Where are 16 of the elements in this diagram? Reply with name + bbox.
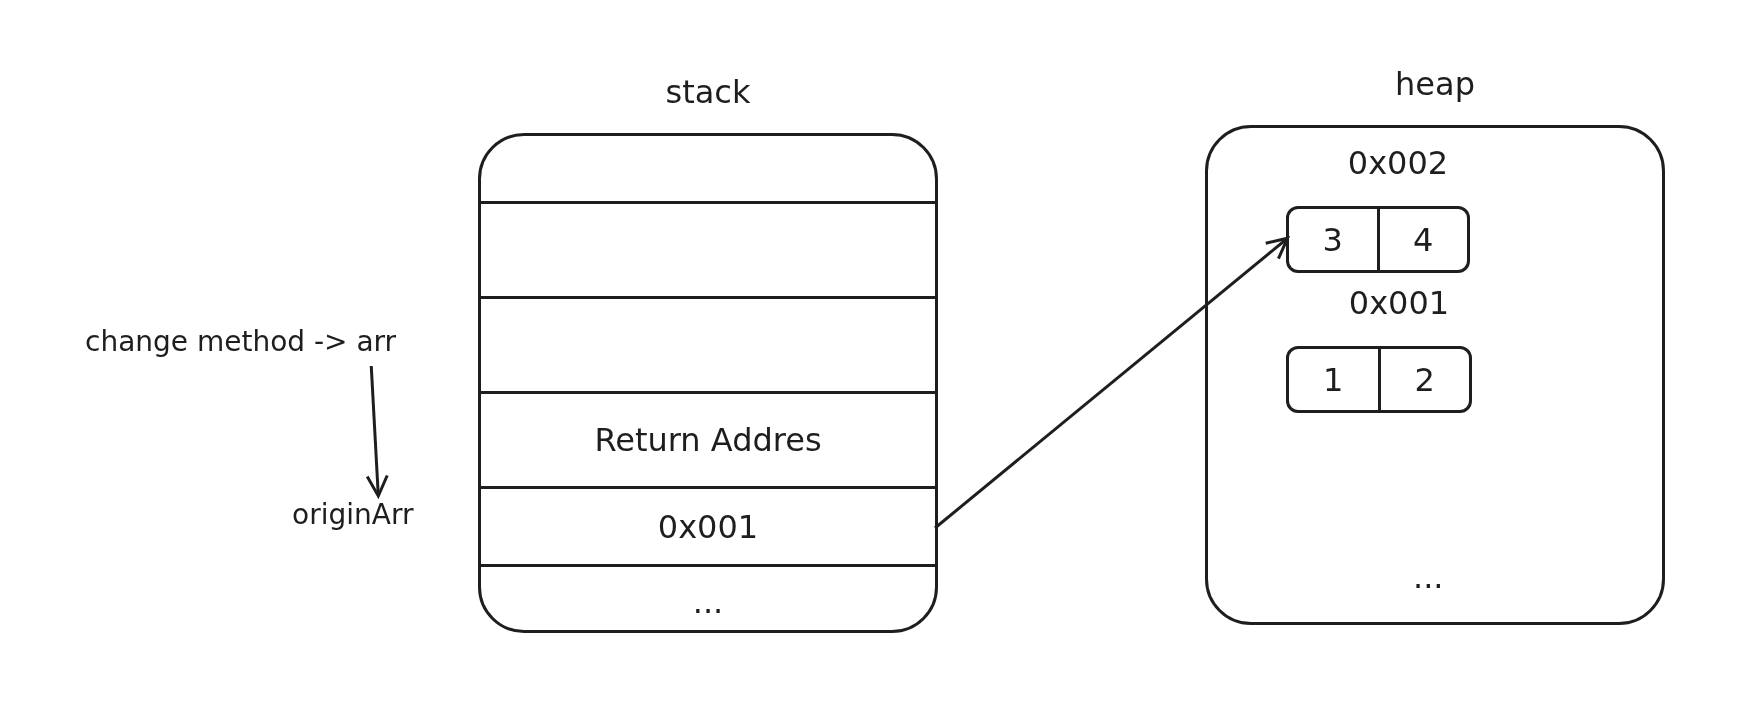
ellipsis-label: ...	[1413, 558, 1444, 596]
array-element: 4	[1376, 209, 1467, 270]
arrow	[365, 365, 389, 498]
stack-slot: Return Addres	[481, 394, 935, 489]
array-element: 3	[1321, 219, 1344, 261]
array-element: 2	[1377, 349, 1469, 410]
array-element: 1	[1322, 359, 1345, 401]
memory-heading: stack	[664, 73, 752, 111]
stack-slot: 0x001	[481, 489, 935, 567]
variable-label: originArr	[292, 498, 414, 531]
address-label: 0x001	[1347, 284, 1451, 322]
variable-label: change method -> arr	[85, 325, 397, 358]
stack-slot: ...	[481, 567, 935, 630]
memory-heading: heap	[1394, 65, 1476, 103]
address-label: 0x002	[1346, 144, 1450, 182]
arrow	[934, 236, 1290, 530]
